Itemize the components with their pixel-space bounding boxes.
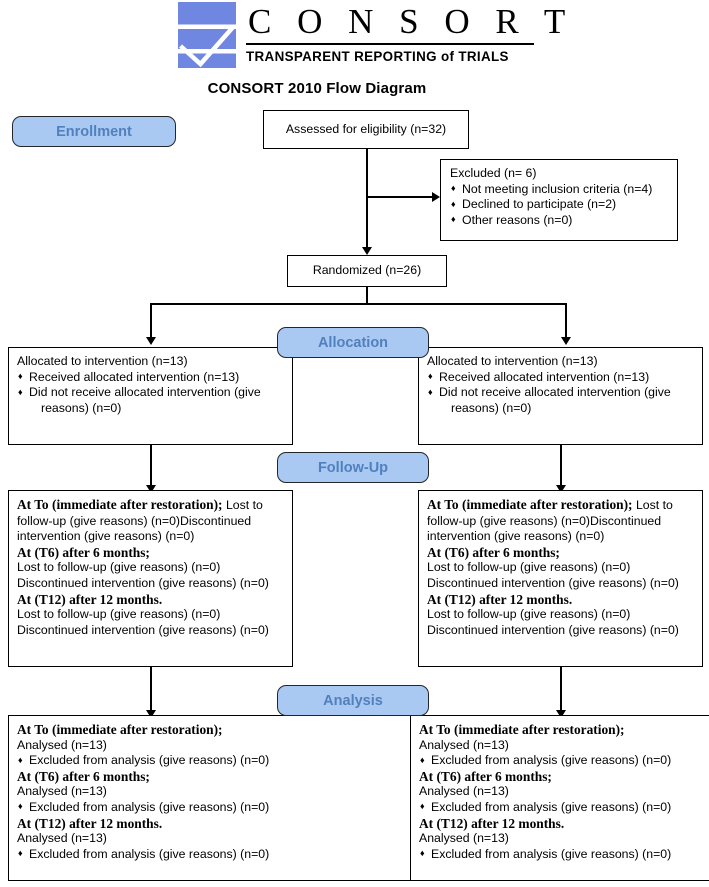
arrowhead-allocation-left bbox=[146, 337, 156, 345]
followup-left-t12-line: Lost to follow-up (give reasons) (n=0) bbox=[17, 607, 221, 622]
analysis-left-t6-analysed: Analysed (n=13) bbox=[17, 784, 107, 799]
analysis-right-t0-head: At To (immediate after restoration); bbox=[419, 722, 625, 737]
stage-badge-enrollment: Enrollment bbox=[12, 116, 176, 147]
connector-assessed-down bbox=[366, 149, 368, 247]
box-allocation-left: Allocated to intervention (n=13) Receive… bbox=[8, 347, 293, 445]
randomized-label: Randomized (n=26) bbox=[312, 263, 422, 278]
connector-alloc-left-down bbox=[150, 445, 152, 487]
tagline-post: TRIALS bbox=[454, 49, 509, 64]
stage-label-enrollment: Enrollment bbox=[56, 123, 132, 140]
box-assessed-for-eligibility: Assessed for eligibility (n=32) bbox=[263, 110, 469, 149]
excluded-item: Other reasons (n=0) bbox=[450, 212, 668, 229]
followup-right-t6-line: Lost to follow-up (give reasons) (n=0) bbox=[427, 560, 631, 575]
page-title-text: CONSORT 2010 Flow Diagram bbox=[207, 80, 427, 97]
followup-right-t12-line: Lost to follow-up (give reasons) (n=0) bbox=[427, 607, 631, 622]
followup-left-t0-tail: Lost to follow-up (give reasons) (n=0)Di… bbox=[17, 498, 263, 544]
allocation-left-item-line2: reasons) (n=0) bbox=[41, 400, 122, 415]
analysis-left-t0-head: At To (immediate after restoration); bbox=[17, 722, 223, 737]
followup-left-t12-line: Discontinued intervention (give reasons)… bbox=[17, 622, 269, 637]
analysis-right-t6-analysed: Analysed (n=13) bbox=[419, 784, 509, 799]
stage-label-allocation: Allocation bbox=[317, 334, 389, 351]
allocation-right-item: Received allocated intervention (n=13) bbox=[427, 369, 694, 386]
allocation-left-item-line1: Did not receive allocated intervention (… bbox=[29, 385, 261, 400]
stage-badge-analysis: Analysis bbox=[277, 685, 429, 716]
arrowhead-to-randomized bbox=[362, 247, 372, 255]
excluded-item: Declined to participate (n=2) bbox=[450, 197, 668, 213]
followup-left-t0-head: At To (immediate after restoration); bbox=[17, 497, 223, 512]
analysis-left-t0-excluded: Excluded from analysis (give reasons) (n… bbox=[17, 753, 299, 769]
connector-split-right bbox=[565, 303, 567, 339]
stage-badge-followup: Follow-Up bbox=[277, 452, 429, 483]
page-title: CONSORT 2010 Flow Diagram bbox=[0, 80, 709, 97]
allocation-right-item: Did not receive allocated intervention (… bbox=[427, 385, 694, 416]
connector-split-left bbox=[150, 303, 152, 339]
connector-randomized-split bbox=[150, 303, 566, 305]
assessed-label: Assessed for eligibility (n=32) bbox=[285, 121, 447, 136]
analysis-left-t12-analysed: Analysed (n=13) bbox=[17, 831, 107, 846]
arrowhead-analysis-right bbox=[556, 710, 566, 718]
followup-left-t6-head: At (T6) after 6 months; bbox=[17, 544, 150, 560]
consort-logo: C O N S O R T TRANSPARENT REPORTING of T… bbox=[178, 2, 574, 72]
analysis-left-t0-analysed: Analysed (n=13) bbox=[17, 737, 107, 752]
tagline-of: of bbox=[440, 49, 455, 64]
analysis-right-t6-excluded: Excluded from analysis (give reasons) (n… bbox=[419, 799, 701, 816]
analysis-left-t12-head: At (T12) after 12 months. bbox=[17, 815, 163, 831]
excluded-title: Excluded (n= 6) bbox=[450, 166, 537, 180]
connector-randomized-down bbox=[366, 287, 368, 304]
followup-right-t12-head: At (T12) after 12 months. bbox=[427, 591, 573, 607]
logo-divider bbox=[246, 43, 534, 45]
arrowhead-to-excluded bbox=[432, 192, 440, 202]
analysis-right-t12-excluded: Excluded from analysis (give reasons) (n… bbox=[419, 846, 701, 863]
stage-label-analysis: Analysis bbox=[323, 692, 383, 709]
box-followup-left: At To (immediate after restoration); Los… bbox=[8, 490, 293, 667]
followup-right-t0-head: At To (immediate after restoration); bbox=[427, 497, 633, 512]
followup-left-t0: At To (immediate after restoration); Los… bbox=[17, 497, 284, 545]
arrowhead-allocation-right bbox=[561, 337, 571, 345]
arrowhead-analysis-left bbox=[146, 710, 156, 718]
stage-label-followup: Follow-Up bbox=[317, 459, 389, 476]
connector-to-excluded bbox=[366, 196, 434, 198]
followup-right-t12-line: Discontinued intervention (give reasons)… bbox=[427, 622, 679, 637]
allocation-right-title: Allocated to intervention (n=13) bbox=[427, 354, 598, 368]
box-excluded: Excluded (n= 6) Not meeting inclusion cr… bbox=[440, 159, 678, 241]
analysis-left-t6-excluded: Excluded from analysis (give reasons) (n… bbox=[17, 799, 299, 816]
consort-tagline: TRANSPARENT REPORTING of TRIALS bbox=[246, 49, 538, 64]
box-allocation-right: Allocated to intervention (n=13) Receive… bbox=[418, 347, 703, 445]
consort-checkmark-logo bbox=[178, 2, 236, 68]
followup-right-t0-tail: Lost to follow-up (give reasons) (n=0)Di… bbox=[427, 498, 673, 544]
analysis-left-t6-head: At (T6) after 6 months; bbox=[17, 768, 150, 784]
consort-word: C O N S O R T bbox=[248, 2, 574, 41]
allocation-left-title: Allocated to intervention (n=13) bbox=[17, 354, 188, 368]
consort-wordmark: C O N S O R T TRANSPARENT REPORTING of T… bbox=[246, 2, 574, 68]
connector-followup-right-down bbox=[560, 667, 562, 712]
allocation-right-item-line2: reasons) (n=0) bbox=[451, 400, 532, 415]
allocation-left-item: Received allocated intervention (n=13) bbox=[17, 369, 284, 386]
allocation-right-item-line1: Did not receive allocated intervention (… bbox=[439, 385, 671, 400]
connector-followup-left-down bbox=[150, 667, 152, 712]
analysis-right-t12-head: At (T12) after 12 months. bbox=[419, 815, 565, 831]
arrowhead-followup-right bbox=[556, 485, 566, 493]
followup-left-t6-line: Discontinued intervention (give reasons)… bbox=[17, 575, 269, 590]
stage-badge-allocation: Allocation bbox=[277, 327, 429, 358]
box-followup-right: At To (immediate after restoration); Los… bbox=[418, 490, 703, 667]
arrowhead-followup-left bbox=[146, 485, 156, 493]
box-randomized: Randomized (n=26) bbox=[287, 255, 447, 287]
analysis-right-t6-head: At (T6) after 6 months; bbox=[419, 768, 552, 784]
followup-right-t6-head: At (T6) after 6 months; bbox=[427, 544, 560, 560]
tagline-pre: TRANSPARENT REPORTING bbox=[246, 49, 441, 64]
analysis-right-t0-analysed: Analysed (n=13) bbox=[419, 737, 509, 752]
followup-right-t6-line: Discontinued intervention (give reasons)… bbox=[427, 575, 679, 590]
followup-right-t0: At To (immediate after restoration); Los… bbox=[427, 497, 694, 545]
followup-left-t6-line: Lost to follow-up (give reasons) (n=0) bbox=[17, 560, 221, 575]
analysis-right-t0-excluded: Excluded from analysis (give reasons) (n… bbox=[419, 753, 701, 769]
connector-alloc-right-down bbox=[560, 445, 562, 487]
allocation-left-item: Did not receive allocated intervention (… bbox=[17, 385, 284, 416]
analysis-right-t12-analysed: Analysed (n=13) bbox=[419, 831, 509, 846]
followup-left-t12-head: At (T12) after 12 months. bbox=[17, 591, 163, 607]
box-analysis-right: At To (immediate after restoration); Ana… bbox=[410, 715, 709, 881]
analysis-left-t12-excluded: Excluded from analysis (give reasons) (n… bbox=[17, 846, 299, 863]
excluded-item: Not meeting inclusion criteria (n=4) bbox=[450, 181, 668, 198]
